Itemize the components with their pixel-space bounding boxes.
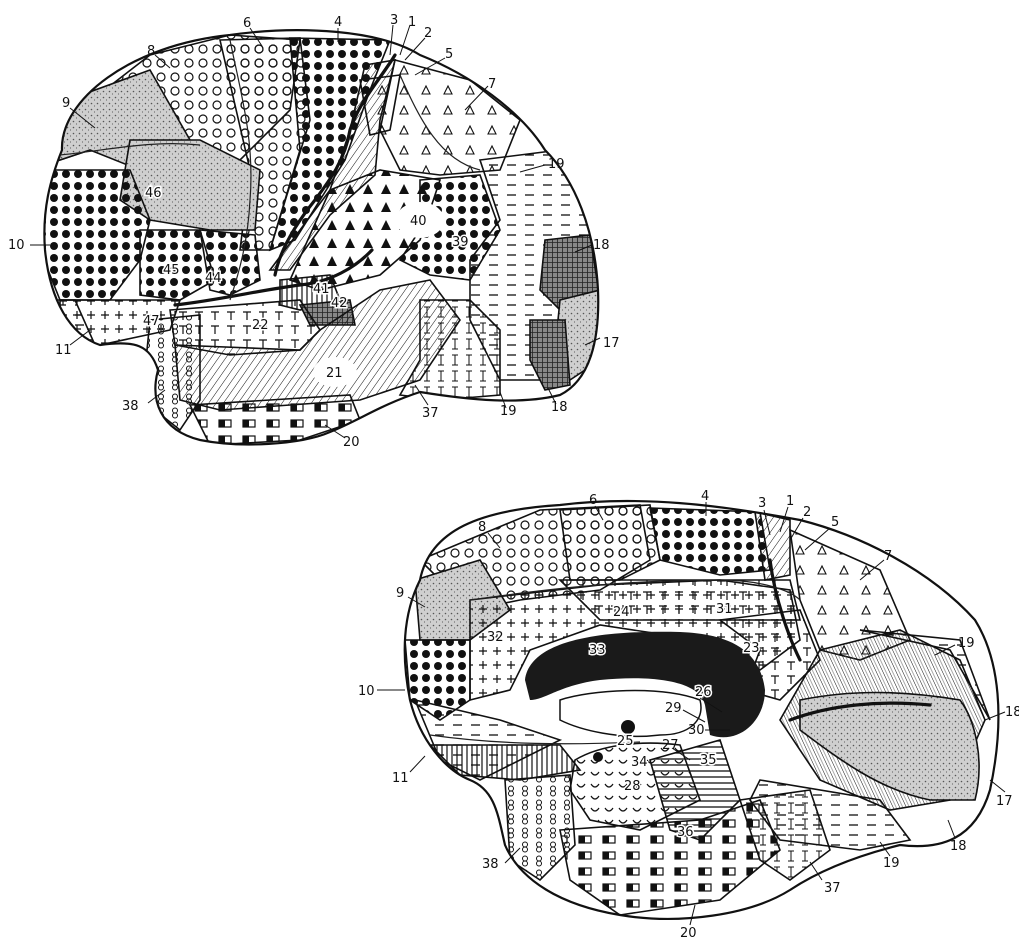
medial-view	[380, 480, 1019, 940]
lateral-label-37: 37	[422, 406, 439, 421]
lateral-label-22: 22	[252, 318, 269, 333]
medial-label-19-upper: 19	[958, 636, 975, 651]
mammillary-dot	[593, 752, 603, 762]
medial-label-27: 27	[662, 738, 679, 753]
lateral-label-46: 46	[145, 186, 162, 201]
lateral-label-11: 11	[55, 343, 72, 358]
medial-label-2: 2	[803, 505, 811, 520]
lateral-label-19-lower: 19	[500, 404, 517, 419]
lateral-label-10: 10	[8, 238, 25, 253]
medial-label-28: 28	[624, 779, 641, 794]
medial-label-18-upper: 18	[1005, 705, 1019, 720]
medial-label-17: 17	[996, 794, 1013, 809]
lateral-label-41: 41	[313, 282, 330, 297]
lateral-label-47: 47	[143, 314, 160, 329]
medial-label-29: 29	[665, 701, 682, 716]
lateral-label-18-lower: 18	[551, 400, 568, 415]
lateral-label-8: 8	[147, 44, 155, 59]
medial-label-23: 23	[743, 641, 760, 656]
medial-label-33: 33	[589, 643, 606, 658]
lateral-view	[0, 0, 640, 460]
lateral-label-19-upper: 19	[548, 157, 565, 172]
lateral-label-4: 4	[334, 15, 342, 30]
medial-label-26: 26	[695, 685, 712, 700]
medial-label-32: 32	[487, 630, 504, 645]
lateral-label-21: 21	[326, 366, 343, 381]
lateral-label-1: 1	[408, 15, 416, 30]
medial-label-30: 30	[688, 723, 705, 738]
medial-label-3: 3	[758, 496, 766, 511]
lateral-label-20: 20	[343, 435, 360, 450]
medial-label-10: 10	[358, 684, 375, 699]
lateral-label-6: 6	[243, 16, 251, 31]
medial-label-25: 25	[617, 734, 634, 749]
lateral-label-44: 44	[205, 271, 222, 286]
medial-label-20: 20	[680, 926, 697, 941]
lateral-area-38	[145, 315, 200, 430]
medial-label-11: 11	[392, 771, 409, 786]
medial-label-24: 24	[613, 605, 630, 620]
lateral-label-42: 42	[331, 296, 348, 311]
lateral-label-17: 17	[603, 336, 620, 351]
medial-label-7: 7	[884, 549, 892, 564]
medial-label-8: 8	[478, 520, 486, 535]
lateral-label-2: 2	[424, 26, 432, 41]
lateral-label-40: 40	[410, 214, 427, 229]
lateral-label-39: 39	[452, 235, 469, 250]
lateral-label-38: 38	[122, 399, 139, 414]
medial-label-9: 9	[396, 586, 404, 601]
lateral-label-45: 45	[163, 263, 180, 278]
medial-label-19-lower: 19	[883, 856, 900, 871]
lateral-label-5: 5	[445, 47, 453, 62]
medial-label-38: 38	[482, 857, 499, 872]
medial-label-18-lower: 18	[950, 839, 967, 854]
lateral-label-3: 3	[390, 13, 398, 28]
lateral-label-7: 7	[488, 77, 496, 92]
lateral-label-18-upper: 18	[593, 238, 610, 253]
medial-label-35: 35	[700, 753, 717, 768]
medial-label-31: 31	[716, 602, 733, 617]
medial-label-6: 6	[589, 493, 597, 508]
medial-label-5: 5	[831, 515, 839, 530]
lateral-label-9: 9	[62, 96, 70, 111]
medial-label-36: 36	[677, 825, 694, 840]
medial-label-34: 34	[631, 755, 648, 770]
medial-label-4: 4	[701, 489, 709, 504]
anterior-commissure	[621, 720, 635, 734]
medial-label-37: 37	[824, 881, 841, 896]
medial-label-1: 1	[786, 494, 794, 509]
